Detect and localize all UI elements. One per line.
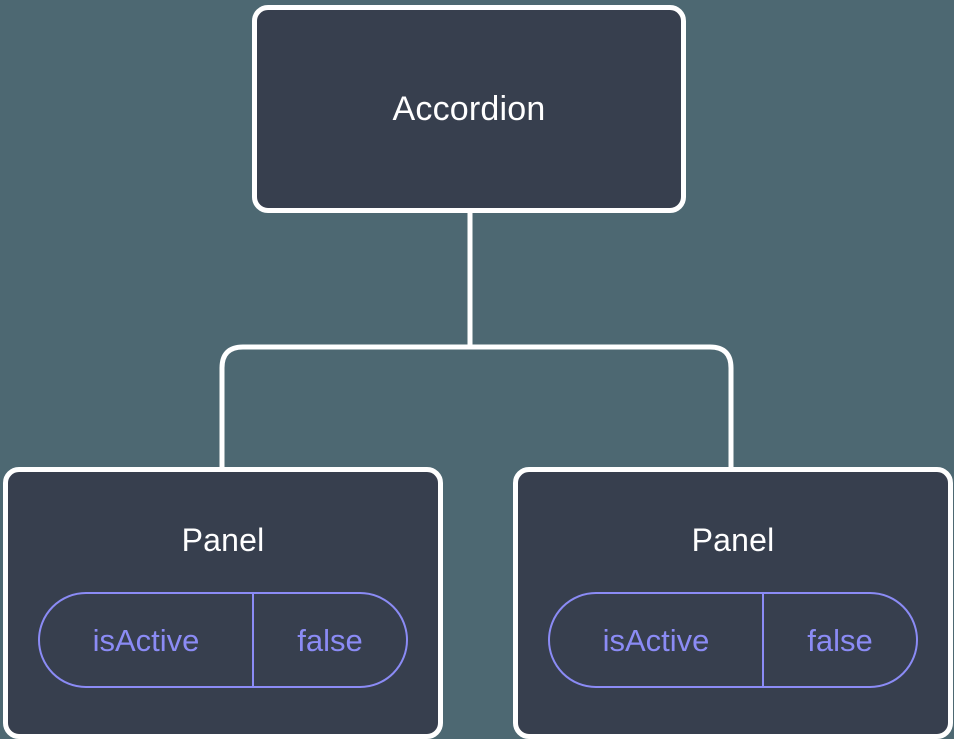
- node-panel-right[interactable]: Panel isActive false: [513, 467, 953, 739]
- state-value-label: false: [807, 622, 873, 658]
- panel-content: Panel isActive false: [8, 472, 438, 734]
- state-badge-panel-right[interactable]: isActive false: [548, 592, 918, 688]
- connector-branch-left: [219, 344, 470, 470]
- node-accordion-label: Accordion: [392, 90, 546, 128]
- node-panel-left-label: Panel: [181, 522, 265, 558]
- state-value-label: false: [297, 622, 363, 658]
- node-accordion[interactable]: Accordion: [252, 5, 686, 213]
- connector-branch-right: [470, 344, 734, 470]
- node-panel-right-label: Panel: [691, 522, 775, 558]
- node-panel-left[interactable]: Panel isActive false: [3, 467, 443, 739]
- state-key-label: isActive: [92, 622, 200, 658]
- state-divider: [252, 594, 254, 686]
- state-key-label: isActive: [602, 622, 710, 658]
- panel-content: Panel isActive false: [518, 472, 948, 734]
- state-badge-panel-left[interactable]: isActive false: [38, 592, 408, 688]
- state-divider: [762, 594, 764, 686]
